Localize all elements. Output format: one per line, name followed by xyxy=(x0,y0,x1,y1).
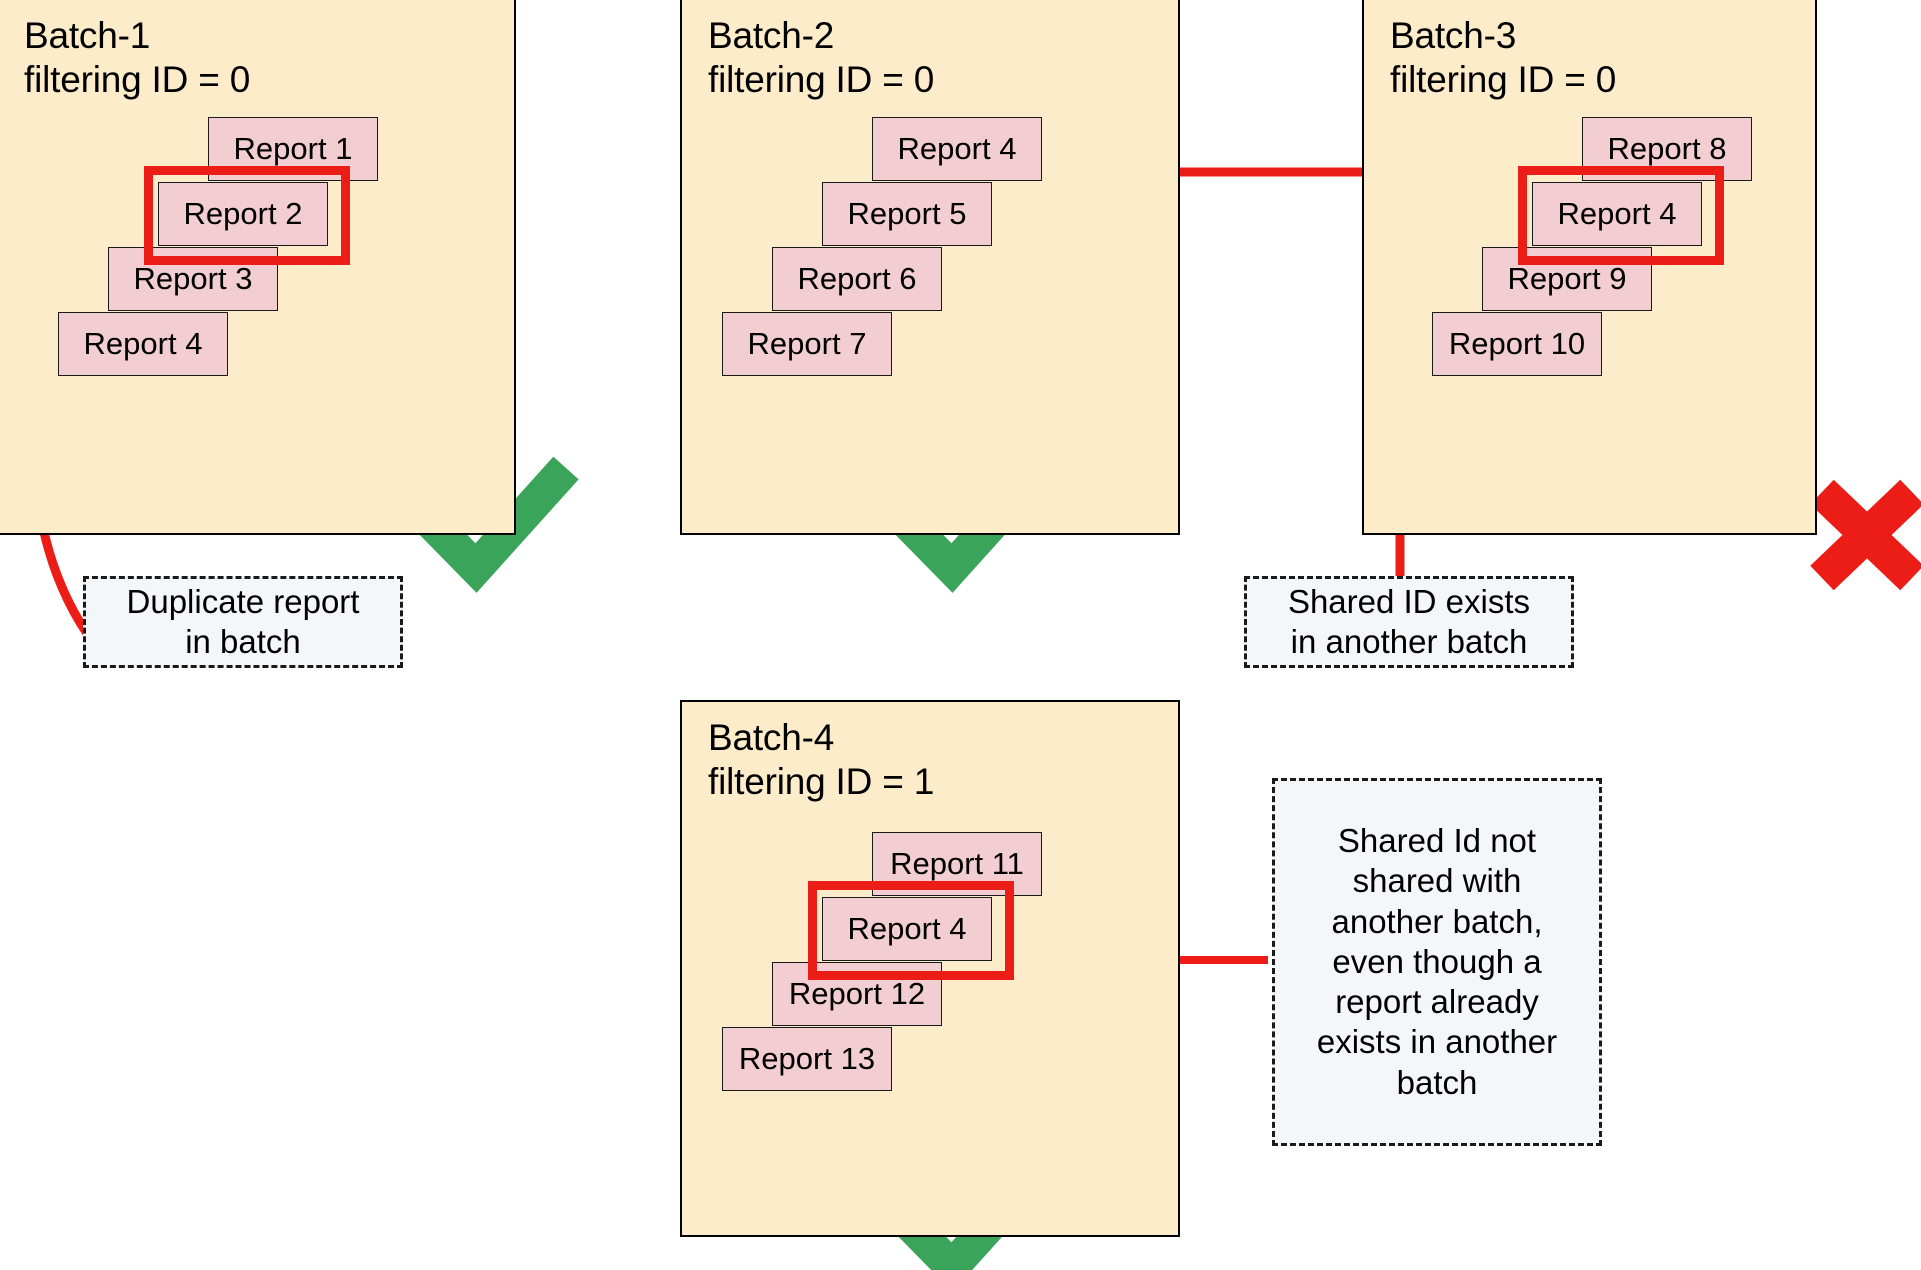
batch-2-container[interactable]: Batch-2 filtering ID = 0 Report 4 Report… xyxy=(680,0,1180,535)
duplicate-report-note: Duplicate report in batch xyxy=(83,576,403,668)
report-label: Report 11 xyxy=(890,846,1024,881)
report-label: Report 12 xyxy=(788,976,926,1011)
batch-4-container[interactable]: Batch-4 filtering ID = 1 Report 11 Repor… xyxy=(680,700,1180,1237)
batch-1-report-3[interactable]: Report 3 xyxy=(108,247,278,311)
batch-1-report-1[interactable]: Report 1 xyxy=(208,117,378,181)
batch-3-cross-mark xyxy=(1810,479,1921,591)
report-label: Report 8 xyxy=(1607,131,1727,166)
batch-2-report-6[interactable]: Report 6 xyxy=(772,247,942,311)
batch-3-title: Batch-3 filtering ID = 0 xyxy=(1390,15,1617,100)
report-label: Report 6 xyxy=(797,261,917,296)
batch-1-report-4[interactable]: Report 4 xyxy=(58,312,228,376)
report-label: Report 1 xyxy=(233,131,353,166)
report-label: Report 10 xyxy=(1448,326,1586,361)
shared-id-exists-note: Shared ID exists in another batch xyxy=(1244,576,1574,668)
batch-1-report-2[interactable]: Report 2 xyxy=(158,182,328,246)
batch-4-report-12[interactable]: Report 12 xyxy=(772,962,942,1026)
report-label: Report 4 xyxy=(897,131,1017,166)
batch-4-report-13[interactable]: Report 13 xyxy=(722,1027,892,1091)
report-label: Report 4 xyxy=(83,326,203,361)
report-label: Report 9 xyxy=(1507,261,1627,296)
report-label: Report 4 xyxy=(1557,196,1677,231)
batch-1-container[interactable]: Batch-1 filtering ID = 0 Report 1 Report… xyxy=(0,0,516,535)
report-label: Report 4 xyxy=(847,911,967,946)
report-label: Report 7 xyxy=(747,326,867,361)
report-label: Report 3 xyxy=(133,261,253,296)
batch-4-report-11[interactable]: Report 11 xyxy=(872,832,1042,896)
shared-id-not-shared-note: Shared Id not shared with another batch,… xyxy=(1272,778,1602,1146)
batch-3-container[interactable]: Batch-3 filtering ID = 0 Report 8 Report… xyxy=(1362,0,1817,535)
report-label: Report 2 xyxy=(183,196,303,231)
batch-2-title: Batch-2 filtering ID = 0 xyxy=(708,15,935,100)
batch-2-report-5[interactable]: Report 5 xyxy=(822,182,992,246)
batch-2-report-7[interactable]: Report 7 xyxy=(722,312,892,376)
batch-4-title: Batch-4 filtering ID = 1 xyxy=(708,717,935,802)
report-label: Report 5 xyxy=(847,196,967,231)
batch-3-report-9[interactable]: Report 9 xyxy=(1482,247,1652,311)
batch-3-report-8[interactable]: Report 8 xyxy=(1582,117,1752,181)
batch-4-report-4[interactable]: Report 4 xyxy=(822,897,992,961)
batch-3-report-4[interactable]: Report 4 xyxy=(1532,182,1702,246)
report-label: Report 13 xyxy=(738,1041,876,1076)
batch-2-report-4[interactable]: Report 4 xyxy=(872,117,1042,181)
batch-3-report-10[interactable]: Report 10 xyxy=(1432,312,1602,376)
batch-1-title: Batch-1 filtering ID = 0 xyxy=(24,15,251,100)
